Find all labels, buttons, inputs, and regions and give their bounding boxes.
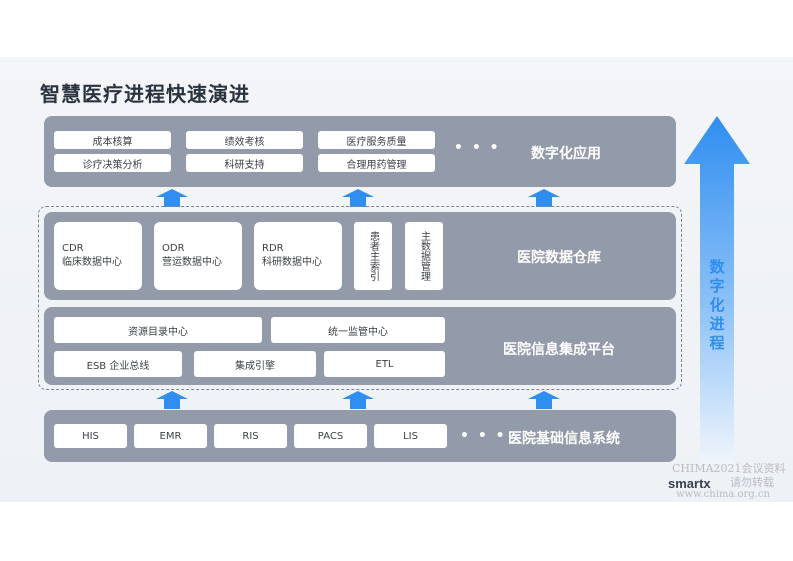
system-lis: LIS [374, 424, 447, 448]
watermark-line2: 请勿转载 [730, 476, 774, 489]
layer-label-integration: 医院信息集成平台 [503, 342, 615, 358]
app-item-cost: 成本核算 [54, 131, 171, 149]
center-code: ODR [162, 243, 185, 254]
center-code: RDR [262, 243, 284, 254]
app-more-dots: • • • [454, 140, 501, 156]
center-name: 临床数据中心 [62, 257, 122, 268]
up-arrow-icon [156, 189, 188, 207]
layer-data-warehouse: CDR 临床数据中心 ODR 营运数据中心 RDR 科研数据中心 患者主索引 主… [44, 212, 676, 300]
center-cdr: CDR 临床数据中心 [54, 222, 142, 290]
up-arrow-icon [528, 391, 560, 409]
system-his: HIS [54, 424, 127, 448]
up-arrow-icon [342, 391, 374, 409]
layer-label-base: 医院基础信息系统 [508, 431, 620, 447]
center-name: 科研数据中心 [262, 257, 322, 268]
up-arrow-icon [528, 189, 560, 207]
layer-integration-platform: 资源目录中心 统一监管中心 ESB 企业总线 集成引擎 ETL 医院信息集成平台 [44, 307, 676, 385]
esb-bus: ESB 企业总线 [54, 351, 182, 377]
up-arrow-icon [156, 391, 188, 409]
patient-master-index: 患者主索引 [354, 222, 392, 290]
base-more-dots: • • • [460, 428, 507, 444]
layer-label-warehouse: 医院数据仓库 [517, 250, 601, 266]
resource-catalog-center: 资源目录中心 [54, 317, 262, 343]
app-item-quality: 医疗服务质量 [318, 131, 435, 149]
system-pacs: PACS [294, 424, 367, 448]
center-code: CDR [62, 243, 84, 254]
progress-arrow-icon [684, 116, 750, 464]
page-title: 智慧医疗进程快速演进 [40, 82, 250, 106]
center-name: 营运数据中心 [162, 257, 222, 268]
brand-logo: smartx [668, 476, 711, 491]
app-item-medication: 合理用药管理 [318, 154, 435, 172]
up-arrow-icon [342, 189, 374, 207]
layer-digital-apps: 成本核算 绩效考核 医疗服务质量 诊疗决策分析 科研支持 合理用药管理 • • … [44, 116, 676, 187]
watermark-line1: CHIMA2021会议资料 [672, 462, 786, 475]
integration-engine: 集成引擎 [194, 351, 316, 377]
center-rdr: RDR 科研数据中心 [254, 222, 342, 290]
layer-base-systems: HIS EMR RIS PACS LIS • • • 医院基础信息系统 [44, 410, 676, 462]
system-emr: EMR [134, 424, 207, 448]
platform-group-border [38, 206, 682, 390]
layer-label-apps: 数字化应用 [531, 146, 601, 162]
master-data-management: 主数据管理 [405, 222, 443, 290]
progress-label: 数字化进程 [709, 258, 725, 352]
system-ris: RIS [214, 424, 287, 448]
watermark-line3: www.chima.org.cn [676, 489, 770, 500]
app-item-performance: 绩效考核 [186, 131, 303, 149]
unified-supervision-center: 统一监管中心 [271, 317, 445, 343]
app-item-research: 科研支持 [186, 154, 303, 172]
app-item-decision: 诊疗决策分析 [54, 154, 171, 172]
etl: ETL [324, 351, 445, 377]
center-odr: ODR 营运数据中心 [154, 222, 242, 290]
